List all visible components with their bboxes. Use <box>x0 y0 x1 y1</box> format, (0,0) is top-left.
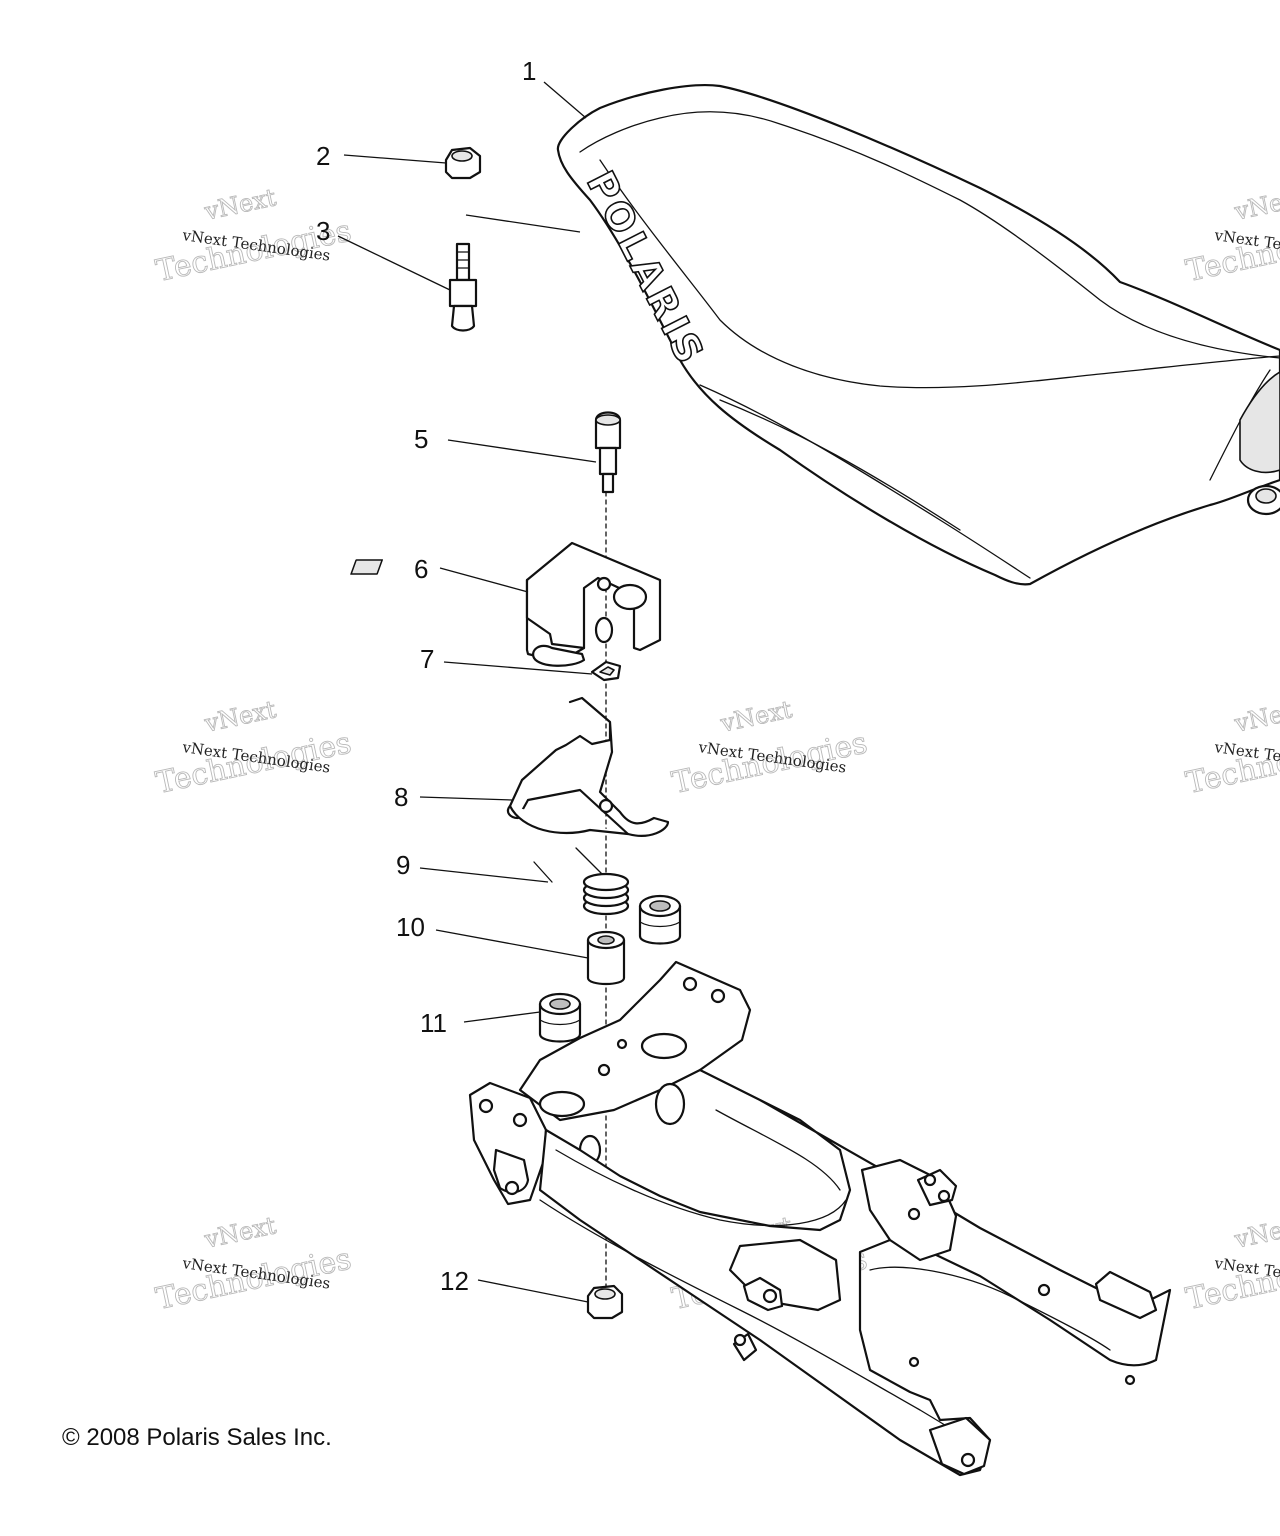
leader-lines <box>337 81 597 1303</box>
svg-text:vNext: vNext <box>1231 183 1280 226</box>
leader-line-12 <box>477 1279 589 1303</box>
leader-line-10 <box>435 929 589 959</box>
bracket-part-6 <box>350 541 662 667</box>
grommet-upper <box>638 894 682 945</box>
watermark: vNext Technologies vNext Tec <box>1182 1211 1280 1318</box>
leader-line-1 <box>543 81 587 119</box>
callout-12: 12 <box>440 1266 469 1296</box>
leader-line-11 <box>463 1011 541 1023</box>
latch-plate-part-8 <box>506 696 670 837</box>
svg-text:vNext: vNext <box>201 695 279 738</box>
nut-part-12 <box>586 1284 624 1320</box>
leader-line-7 <box>443 661 593 675</box>
leader-line-2 <box>343 154 447 164</box>
subframe-assembly <box>468 960 1172 1477</box>
watermark: vNext Technologies vNext Technologies <box>152 1211 354 1318</box>
leader-line-4 <box>465 214 581 233</box>
nut-part-2 <box>444 146 482 180</box>
svg-text:Technologies: Technologies <box>1183 726 1280 802</box>
leader-line-9 <box>419 867 549 883</box>
callout-8: 8 <box>394 782 408 812</box>
svg-text:vNext: vNext <box>201 1211 279 1254</box>
bolt-part-5 <box>594 411 622 494</box>
spring-part-9 <box>533 847 630 916</box>
callout-3: 3 <box>316 216 330 246</box>
watermark: vNext Technologies vNext Tec <box>1182 695 1280 802</box>
svg-text:Technologies: Technologies <box>1183 1242 1280 1318</box>
leader-line-8 <box>419 796 513 801</box>
svg-text:vNext: vNext <box>717 695 795 738</box>
stud-part-3 <box>448 242 478 332</box>
callout-11: 11 <box>420 1008 447 1038</box>
callout-labels: 1 2 3 5 6 7 8 9 10 11 12 <box>316 56 536 1296</box>
seat-bumper <box>1246 484 1280 516</box>
leader-line-6 <box>439 567 529 593</box>
watermark: vNext Technologies vNext Tec <box>1182 183 1280 290</box>
svg-text:vNext: vNext <box>1231 1211 1280 1254</box>
callout-2: 2 <box>316 141 330 171</box>
watermark: vNext Technologies vNext Technologies <box>152 695 354 802</box>
callout-9: 9 <box>396 850 410 880</box>
watermark: vNext Technologies vNext Technologies <box>668 695 870 802</box>
svg-text:vNext: vNext <box>1231 695 1280 738</box>
grommet-part-11 <box>538 992 582 1043</box>
spacer-part-10 <box>586 930 626 986</box>
callout-6: 6 <box>414 554 428 584</box>
callout-10: 10 <box>396 912 425 942</box>
seat-part-1: POLARIS <box>556 84 1280 586</box>
leader-line-5 <box>447 439 597 463</box>
copyright-text: © 2008 Polaris Sales Inc. <box>62 1424 332 1451</box>
callout-5: 5 <box>414 424 428 454</box>
callout-7: 7 <box>420 644 434 674</box>
callout-1: 1 <box>522 56 536 86</box>
clip-part-7 <box>590 660 622 682</box>
svg-text:Technologies: Technologies <box>1183 214 1280 290</box>
svg-text:vNext: vNext <box>201 183 279 226</box>
leader-line-3 <box>337 235 451 291</box>
